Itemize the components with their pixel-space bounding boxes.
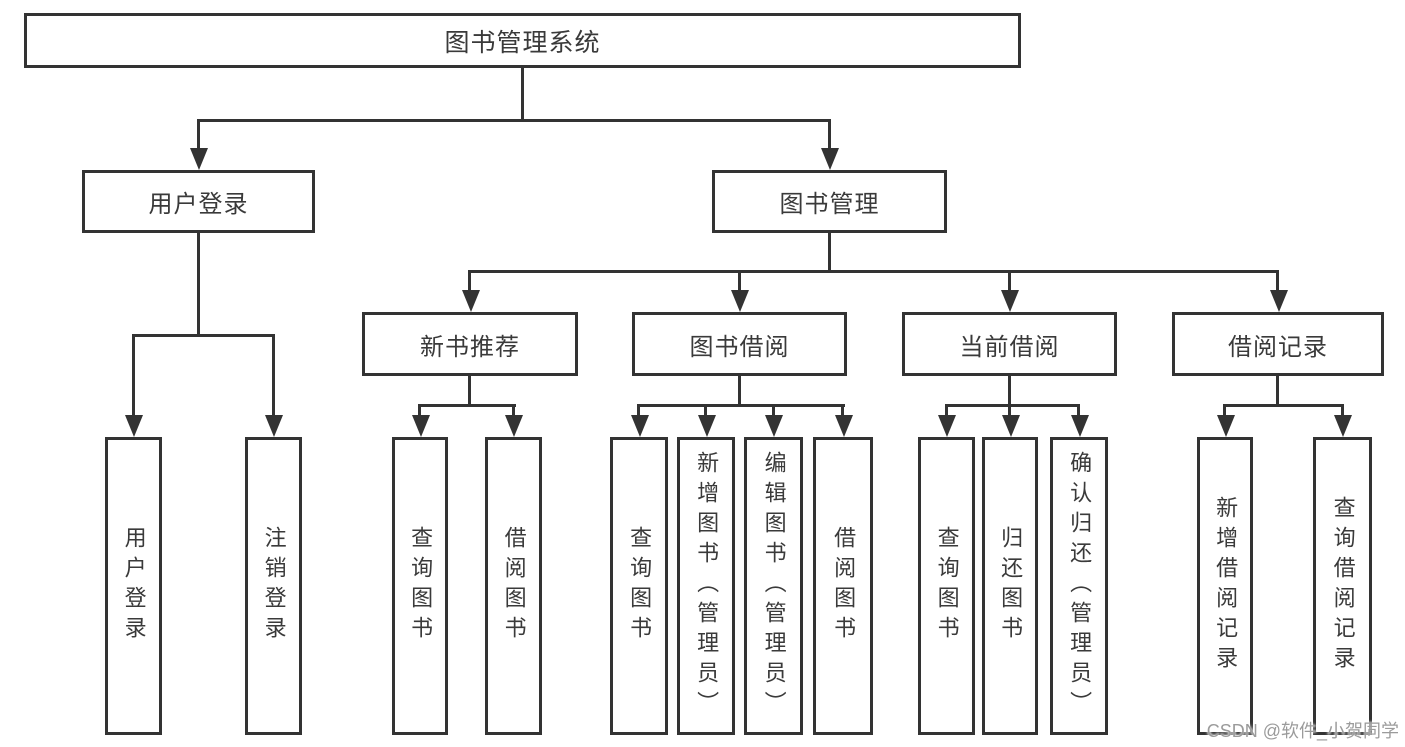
connector-line <box>197 119 200 152</box>
connector-line <box>1077 404 1080 419</box>
connector-line <box>132 334 135 419</box>
arrow-down-icon <box>1217 415 1235 437</box>
connector-line <box>704 404 707 419</box>
leaf-return-books: 归还图书 <box>982 437 1038 735</box>
arrow-down-icon <box>1071 415 1089 437</box>
arrow-down-icon <box>505 415 523 437</box>
connector-line <box>738 270 741 294</box>
leaf-confirm-return-admin: 确认归还（管理员） <box>1050 437 1108 735</box>
arrow-down-icon <box>631 415 649 437</box>
node-root: 图书管理系统 <box>24 13 1021 68</box>
connector-line <box>637 404 845 407</box>
node-current-borrow: 当前借阅 <box>902 312 1117 376</box>
node-book-borrow: 图书借阅 <box>632 312 847 376</box>
node-borrow-record-label: 借阅记录 <box>1228 333 1328 361</box>
arrow-down-icon <box>125 415 143 437</box>
leaf-query-books-borrow: 查询图书 <box>610 437 668 735</box>
arrow-down-icon <box>821 148 839 170</box>
leaf-query-books-current: 查询图书 <box>918 437 975 735</box>
leaf-add-borrow-record: 新增借阅记录 <box>1197 437 1253 735</box>
arrow-down-icon <box>835 415 853 437</box>
arrow-down-icon <box>265 415 283 437</box>
leaf-user-login: 用户登录 <box>105 437 162 735</box>
leaf-add-books-admin: 新增图书（管理员） <box>677 437 735 735</box>
leaf-query-books-recommend: 查询图书 <box>392 437 448 735</box>
leaf-query-borrow-record: 查询借阅记录 <box>1313 437 1372 735</box>
node-book-management-label: 图书管理 <box>779 191 880 218</box>
connector-line <box>468 374 471 407</box>
connector-line <box>272 334 275 419</box>
arrow-down-icon <box>190 148 208 170</box>
arrow-down-icon <box>938 415 956 437</box>
node-new-book-recommend-label: 新书推荐 <box>420 333 520 361</box>
node-new-book-recommend: 新书推荐 <box>362 312 578 376</box>
arrow-down-icon <box>462 290 480 312</box>
connector-line <box>1008 404 1011 419</box>
connector-line <box>772 404 775 419</box>
leaf-borrow-books-recommend: 借阅图书 <box>485 437 542 735</box>
node-book-management: 图书管理 <box>712 170 947 233</box>
connector-line <box>1276 374 1279 407</box>
connector-line <box>468 270 471 294</box>
node-current-borrow-label: 当前借阅 <box>959 333 1060 361</box>
connector-line <box>828 119 831 152</box>
connector-line <box>738 374 741 407</box>
connector-line <box>637 404 640 419</box>
connector-line <box>197 119 831 122</box>
arrow-down-icon <box>1002 415 1020 437</box>
leaf-logout: 注销登录 <box>245 437 302 735</box>
node-user-login-label: 用户登录 <box>148 191 249 218</box>
connector-line <box>468 270 1279 273</box>
connector-line <box>1276 270 1279 294</box>
connector-line <box>132 334 275 337</box>
node-book-borrow-label: 图书借阅 <box>689 333 790 361</box>
leaf-edit-books-admin: 编辑图书（管理员） <box>744 437 803 735</box>
connector-line <box>418 404 516 407</box>
connector-line <box>512 404 515 419</box>
connector-line <box>841 404 844 419</box>
connector-line <box>945 404 1080 407</box>
connector-line <box>1008 270 1011 294</box>
connector-line <box>1223 404 1226 419</box>
connector-line <box>1008 374 1011 407</box>
arrow-down-icon <box>1270 290 1288 312</box>
connector-line <box>828 231 831 273</box>
connector-line <box>1341 404 1344 419</box>
arrow-down-icon <box>412 415 430 437</box>
watermark: CSDN @软件_小贺同学 <box>1206 721 1399 741</box>
arrow-down-icon <box>731 290 749 312</box>
connector-line <box>521 66 524 121</box>
connector-line <box>1223 404 1344 407</box>
arrow-down-icon <box>1334 415 1352 437</box>
node-user-login: 用户登录 <box>82 170 315 233</box>
arrow-down-icon <box>1001 290 1019 312</box>
node-borrow-record: 借阅记录 <box>1172 312 1384 376</box>
leaf-borrow-books: 借阅图书 <box>813 437 873 735</box>
arrow-down-icon <box>698 415 716 437</box>
connector-line <box>945 404 948 419</box>
connector-line <box>418 404 421 419</box>
connector-line <box>197 231 200 337</box>
arrow-down-icon <box>765 415 783 437</box>
node-root-label: 图书管理系统 <box>444 28 601 57</box>
